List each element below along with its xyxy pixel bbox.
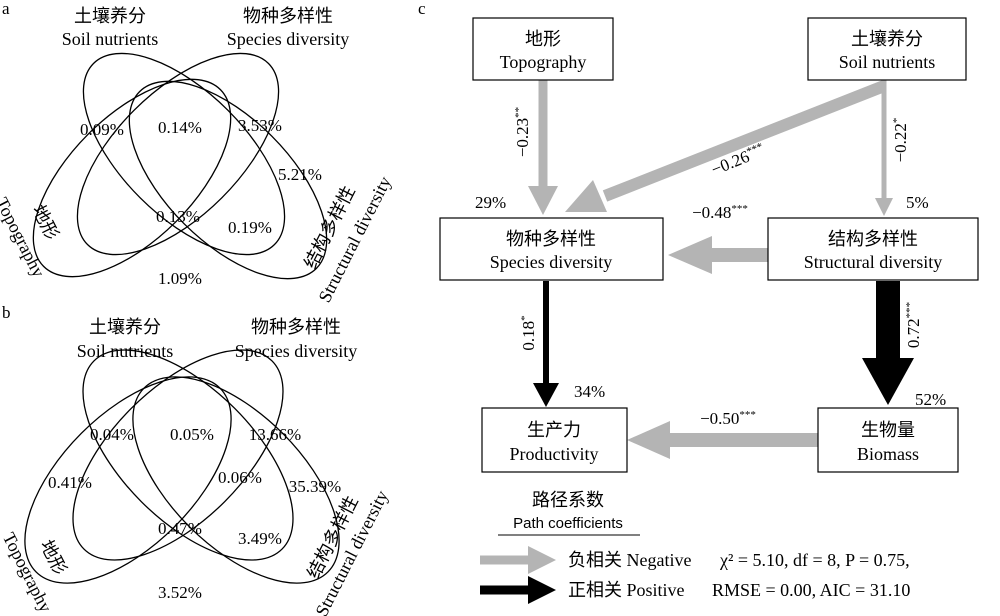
svg-text:Productivity: Productivity: [510, 444, 599, 464]
species-diversity-zh: 物种多样性: [251, 317, 341, 337]
node-productivity: 生产力 Productivity: [481, 407, 628, 473]
node-soil-nutrients: 土壤养分 Soil nutrients: [807, 17, 967, 81]
svg-text:生产力: 生产力: [527, 420, 581, 440]
panel-c-label: c: [418, 0, 426, 18]
venn-b-value: 0.05%: [170, 425, 214, 444]
legend-title-zh: 路径系数: [532, 490, 604, 510]
arrow-bio-prod-head: [627, 421, 670, 459]
panel-b-label: b: [2, 303, 11, 322]
legend-negative-arrow-head: [528, 546, 556, 574]
arrow-soil-struct-head: [875, 198, 893, 216]
node-species-diversity: 物种多样性 Species diversity: [439, 217, 664, 281]
arrow-soil-species-head: [565, 180, 607, 212]
venn-b-value: 3.49%: [238, 529, 282, 548]
svg-text:土壤养分: 土壤养分: [851, 29, 923, 49]
svg-text:生物量: 生物量: [861, 420, 915, 440]
panel-b: b 土壤养分 Soil nutrients 物种多样性 Species dive…: [0, 303, 392, 616]
species-diversity-ellipse: [82, 52, 286, 256]
venn-a-value: 0.19%: [228, 218, 272, 237]
venn-b-value: 0.06%: [218, 468, 262, 487]
path-arrows: [528, 80, 914, 459]
venn-a-value: 0.13%: [156, 207, 200, 226]
svg-text:结构多样性: 结构多样性: [828, 229, 918, 249]
venn-b-value: 35.39%: [289, 477, 341, 496]
species-diversity-en: Species diversity: [227, 29, 349, 49]
species-diversity-zh: 物种多样性: [243, 6, 333, 26]
venn-a-value: 5.21%: [278, 165, 322, 184]
svg-text:Topography: Topography: [500, 52, 587, 72]
venn-a-value: 0.09%: [80, 120, 124, 139]
venn-b-value: 0.41%: [48, 473, 92, 492]
coef-struct-species: −0.48***: [692, 203, 748, 222]
soil-nutrients-en: Soil nutrients: [62, 29, 159, 49]
fit-stats-line2: RMSE = 0.00, AIC = 31.10: [712, 580, 910, 600]
venn-a-value: 1.09%: [158, 269, 202, 288]
svg-text:Biomass: Biomass: [857, 444, 919, 464]
coef-soil-struct: −0.22*: [891, 118, 910, 163]
structural-diversity-ellipse: [132, 376, 340, 584]
venn-b-value: 3.52%: [158, 583, 202, 602]
soil-nutrients-ellipse: [72, 349, 284, 561]
soil-nutrients-ellipse: [76, 52, 280, 256]
panel-a: a 土壤养分 Soil nutrients 物种多样性 Species dive…: [0, 0, 395, 306]
panel-c: c 地形 To: [418, 0, 979, 604]
panel-a-label: a: [2, 0, 10, 18]
topography-ellipse: [32, 78, 232, 278]
venn-a-value: 0.14%: [158, 118, 202, 137]
arrow-soil-species: [602, 80, 887, 202]
soil-nutrients-zh: 土壤养分: [89, 317, 161, 337]
fit-stats-line1: χ² = 5.10, df = 8, P = 0.75,: [719, 550, 910, 570]
svg-text:物种多样性: 物种多样性: [506, 229, 596, 249]
venn-b-value: 0.04%: [90, 425, 134, 444]
legend-positive-label: 正相关 Positive: [568, 580, 685, 600]
arrow-species-prod-head: [533, 383, 559, 407]
legend: 路径系数 Path coefficients 负相关 Negative 正相关 …: [480, 490, 691, 604]
venn-a-value: 3.53%: [238, 116, 282, 135]
venn-b-value: 0.47%: [158, 519, 202, 538]
svg-text:Species diversity: Species diversity: [490, 252, 612, 272]
svg-text:Structural diversity: Structural diversity: [804, 252, 942, 272]
legend-title-en: Path coefficients: [513, 515, 623, 532]
structural-diversity-ellipse: [128, 80, 328, 280]
species-diversity-ellipse: [82, 349, 294, 561]
r2-prod: 34%: [574, 382, 605, 401]
arrow-struct-species-head: [668, 236, 712, 274]
arrow-struct-bio-head: [862, 358, 914, 405]
soil-nutrients-en: Soil nutrients: [77, 341, 174, 361]
topography-zh: 地形: [36, 537, 70, 578]
svg-text:Soil nutrients: Soil nutrients: [839, 52, 936, 72]
svg-text:地形: 地形: [525, 29, 561, 49]
node-structural-diversity: 结构多样性 Structural diversity: [767, 217, 979, 281]
coef-topo-species: −0.23**: [513, 107, 532, 157]
node-biomass: 生物量 Biomass: [817, 407, 959, 473]
species-diversity-en: Species diversity: [235, 341, 357, 361]
coef-struct-bio: 0.72***: [904, 302, 923, 348]
arrow-topo-species-head: [528, 186, 558, 215]
r2-struct: 5%: [906, 193, 929, 212]
r2-species: 29%: [475, 193, 506, 212]
soil-nutrients-zh: 土壤养分: [74, 6, 146, 26]
legend-positive-arrow-head: [528, 576, 556, 604]
r2-bio: 52%: [915, 390, 946, 409]
legend-negative-label: 负相关 Negative: [568, 550, 691, 570]
venn-b-value: 13.66%: [249, 425, 301, 444]
coef-species-prod: 0.18*: [519, 315, 538, 350]
node-topography: 地形 Topography: [472, 17, 614, 81]
coef-bio-prod: −0.50***: [700, 409, 756, 428]
